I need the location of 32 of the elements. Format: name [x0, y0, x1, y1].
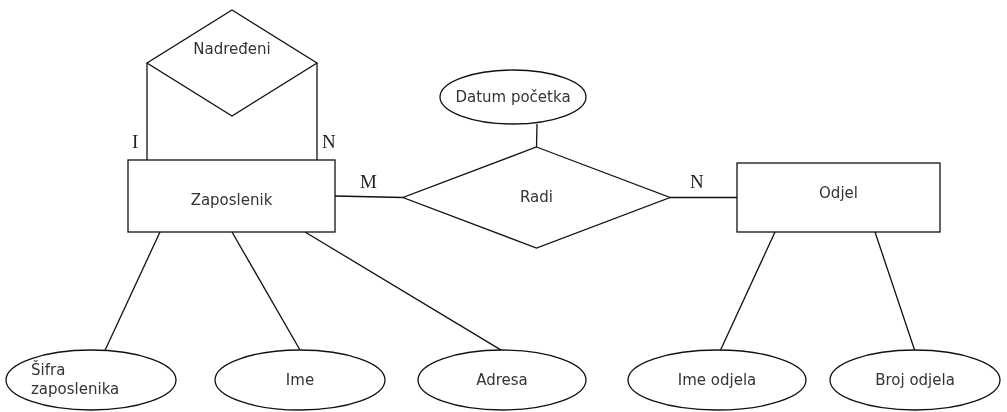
node-label: Šifra zaposlenika	[31, 361, 121, 399]
connector-line	[535, 123, 538, 148]
attribute-ellipse	[440, 70, 586, 124]
cardinality-label: I	[131, 132, 140, 151]
node-label: Datum početka	[455, 87, 571, 107]
relationship-diamond	[403, 147, 670, 248]
connector-line	[304, 231, 503, 352]
cardinality-label: M	[359, 172, 378, 191]
entity-box	[737, 163, 940, 232]
node-label: Nadređeni	[193, 39, 271, 59]
attribute-ellipse	[628, 350, 806, 410]
attribute-ellipse	[830, 350, 1000, 410]
cardinality-label: N	[321, 132, 337, 151]
node-label: Zaposlenik	[190, 190, 273, 210]
connector-line	[316, 62, 318, 161]
node-label: Radi	[520, 188, 553, 207]
node-label: Broj odjela	[875, 370, 955, 390]
connector-line	[669, 196, 738, 199]
connector-line	[719, 231, 776, 351]
node-label: Ime	[285, 370, 315, 390]
node-label: Adresa	[476, 370, 528, 390]
relationship-diamond	[147, 10, 317, 116]
node-label: Odjel	[819, 184, 858, 203]
node-label: Ime odjela	[677, 370, 757, 390]
connector-line	[103, 231, 161, 352]
attribute-ellipse	[6, 350, 176, 410]
attribute-ellipse	[215, 350, 385, 410]
attribute-ellipse	[418, 350, 586, 410]
connector-line	[231, 231, 301, 351]
connector-line	[146, 62, 148, 161]
entity-box	[128, 160, 335, 232]
connector-line	[874, 231, 916, 352]
